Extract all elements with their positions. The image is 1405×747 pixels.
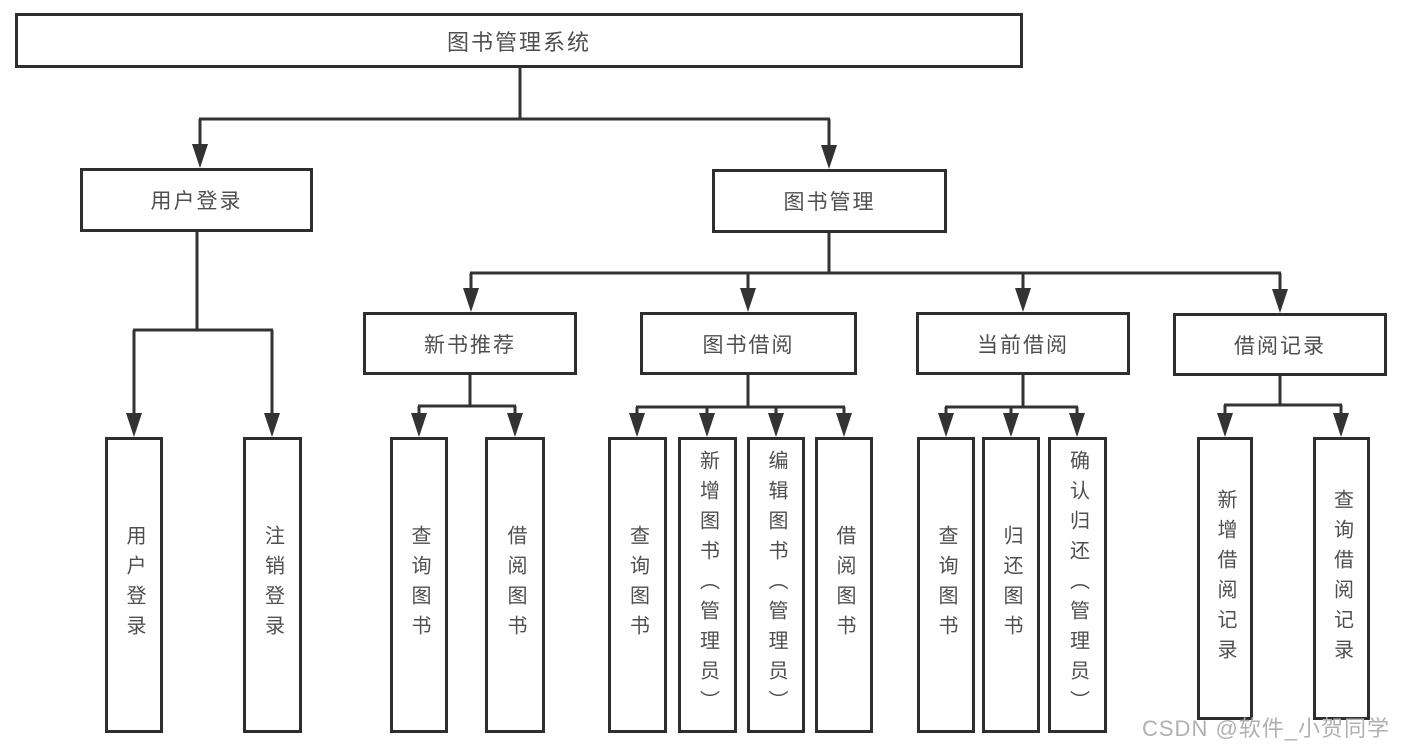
- arrowhead: [629, 413, 852, 437]
- connector-line: [1223, 374, 1343, 419]
- connector-line: [417, 373, 517, 419]
- leaf-add-book-admin: 新增图书（管理员）: [678, 437, 737, 733]
- leaf-query-books-3: 查询图书: [917, 437, 975, 733]
- node-new-book-recommend: 新书推荐: [363, 312, 577, 375]
- leaf-edit-book-admin: 编辑图书（管理员）: [747, 437, 805, 733]
- leaf-borrow-books-1: 借阅图书: [485, 437, 545, 733]
- csdn-watermark: CSDN @软件_小贺同学: [1142, 716, 1391, 741]
- leaf-query-books-2: 查询图书: [608, 437, 667, 733]
- node-book-borrow: 图书借阅: [640, 312, 857, 375]
- node-borrow-records: 借阅记录: [1173, 313, 1387, 376]
- arrowhead: [463, 288, 1288, 313]
- leaf-return-books: 归还图书: [982, 437, 1040, 733]
- leaf-query-borrow-record: 查询借阅记录: [1313, 437, 1370, 720]
- leaf-confirm-return-admin: 确认归还（管理员）: [1048, 437, 1107, 733]
- connector-line: [469, 231, 1282, 295]
- node-book-management: 图书管理: [712, 169, 947, 233]
- connectors-current-borrow-children: [938, 373, 1085, 437]
- connectors-new-books-children: [411, 373, 523, 437]
- connector-line: [944, 373, 1079, 419]
- connectors-user-login-children: [126, 230, 280, 437]
- arrowhead: [938, 413, 1085, 437]
- node-user-login: 用户登录: [80, 168, 313, 232]
- node-root-system: 图书管理系统: [15, 13, 1023, 68]
- leaf-add-borrow-record: 新增借阅记录: [1197, 437, 1253, 720]
- connector-line: [132, 230, 274, 419]
- connectors-borrow-records-children: [1217, 374, 1349, 437]
- leaf-query-books-1: 查询图书: [390, 437, 448, 733]
- connectors-root-to-level2: [192, 66, 837, 169]
- arrowhead: [1217, 413, 1349, 437]
- arrowhead: [192, 144, 837, 169]
- connectors-book-borrow-children: [629, 373, 852, 437]
- arrowhead: [411, 413, 523, 437]
- connectors-book-mgmt-children: [463, 231, 1288, 313]
- leaf-borrow-books-2: 借阅图书: [815, 437, 873, 733]
- leaf-user-login: 用户登录: [105, 437, 163, 733]
- node-current-borrow: 当前借阅: [916, 312, 1130, 375]
- connector-line: [635, 373, 846, 419]
- connector-line: [198, 66, 831, 151]
- arrowhead: [126, 413, 280, 437]
- leaf-logout: 注销登录: [243, 437, 302, 733]
